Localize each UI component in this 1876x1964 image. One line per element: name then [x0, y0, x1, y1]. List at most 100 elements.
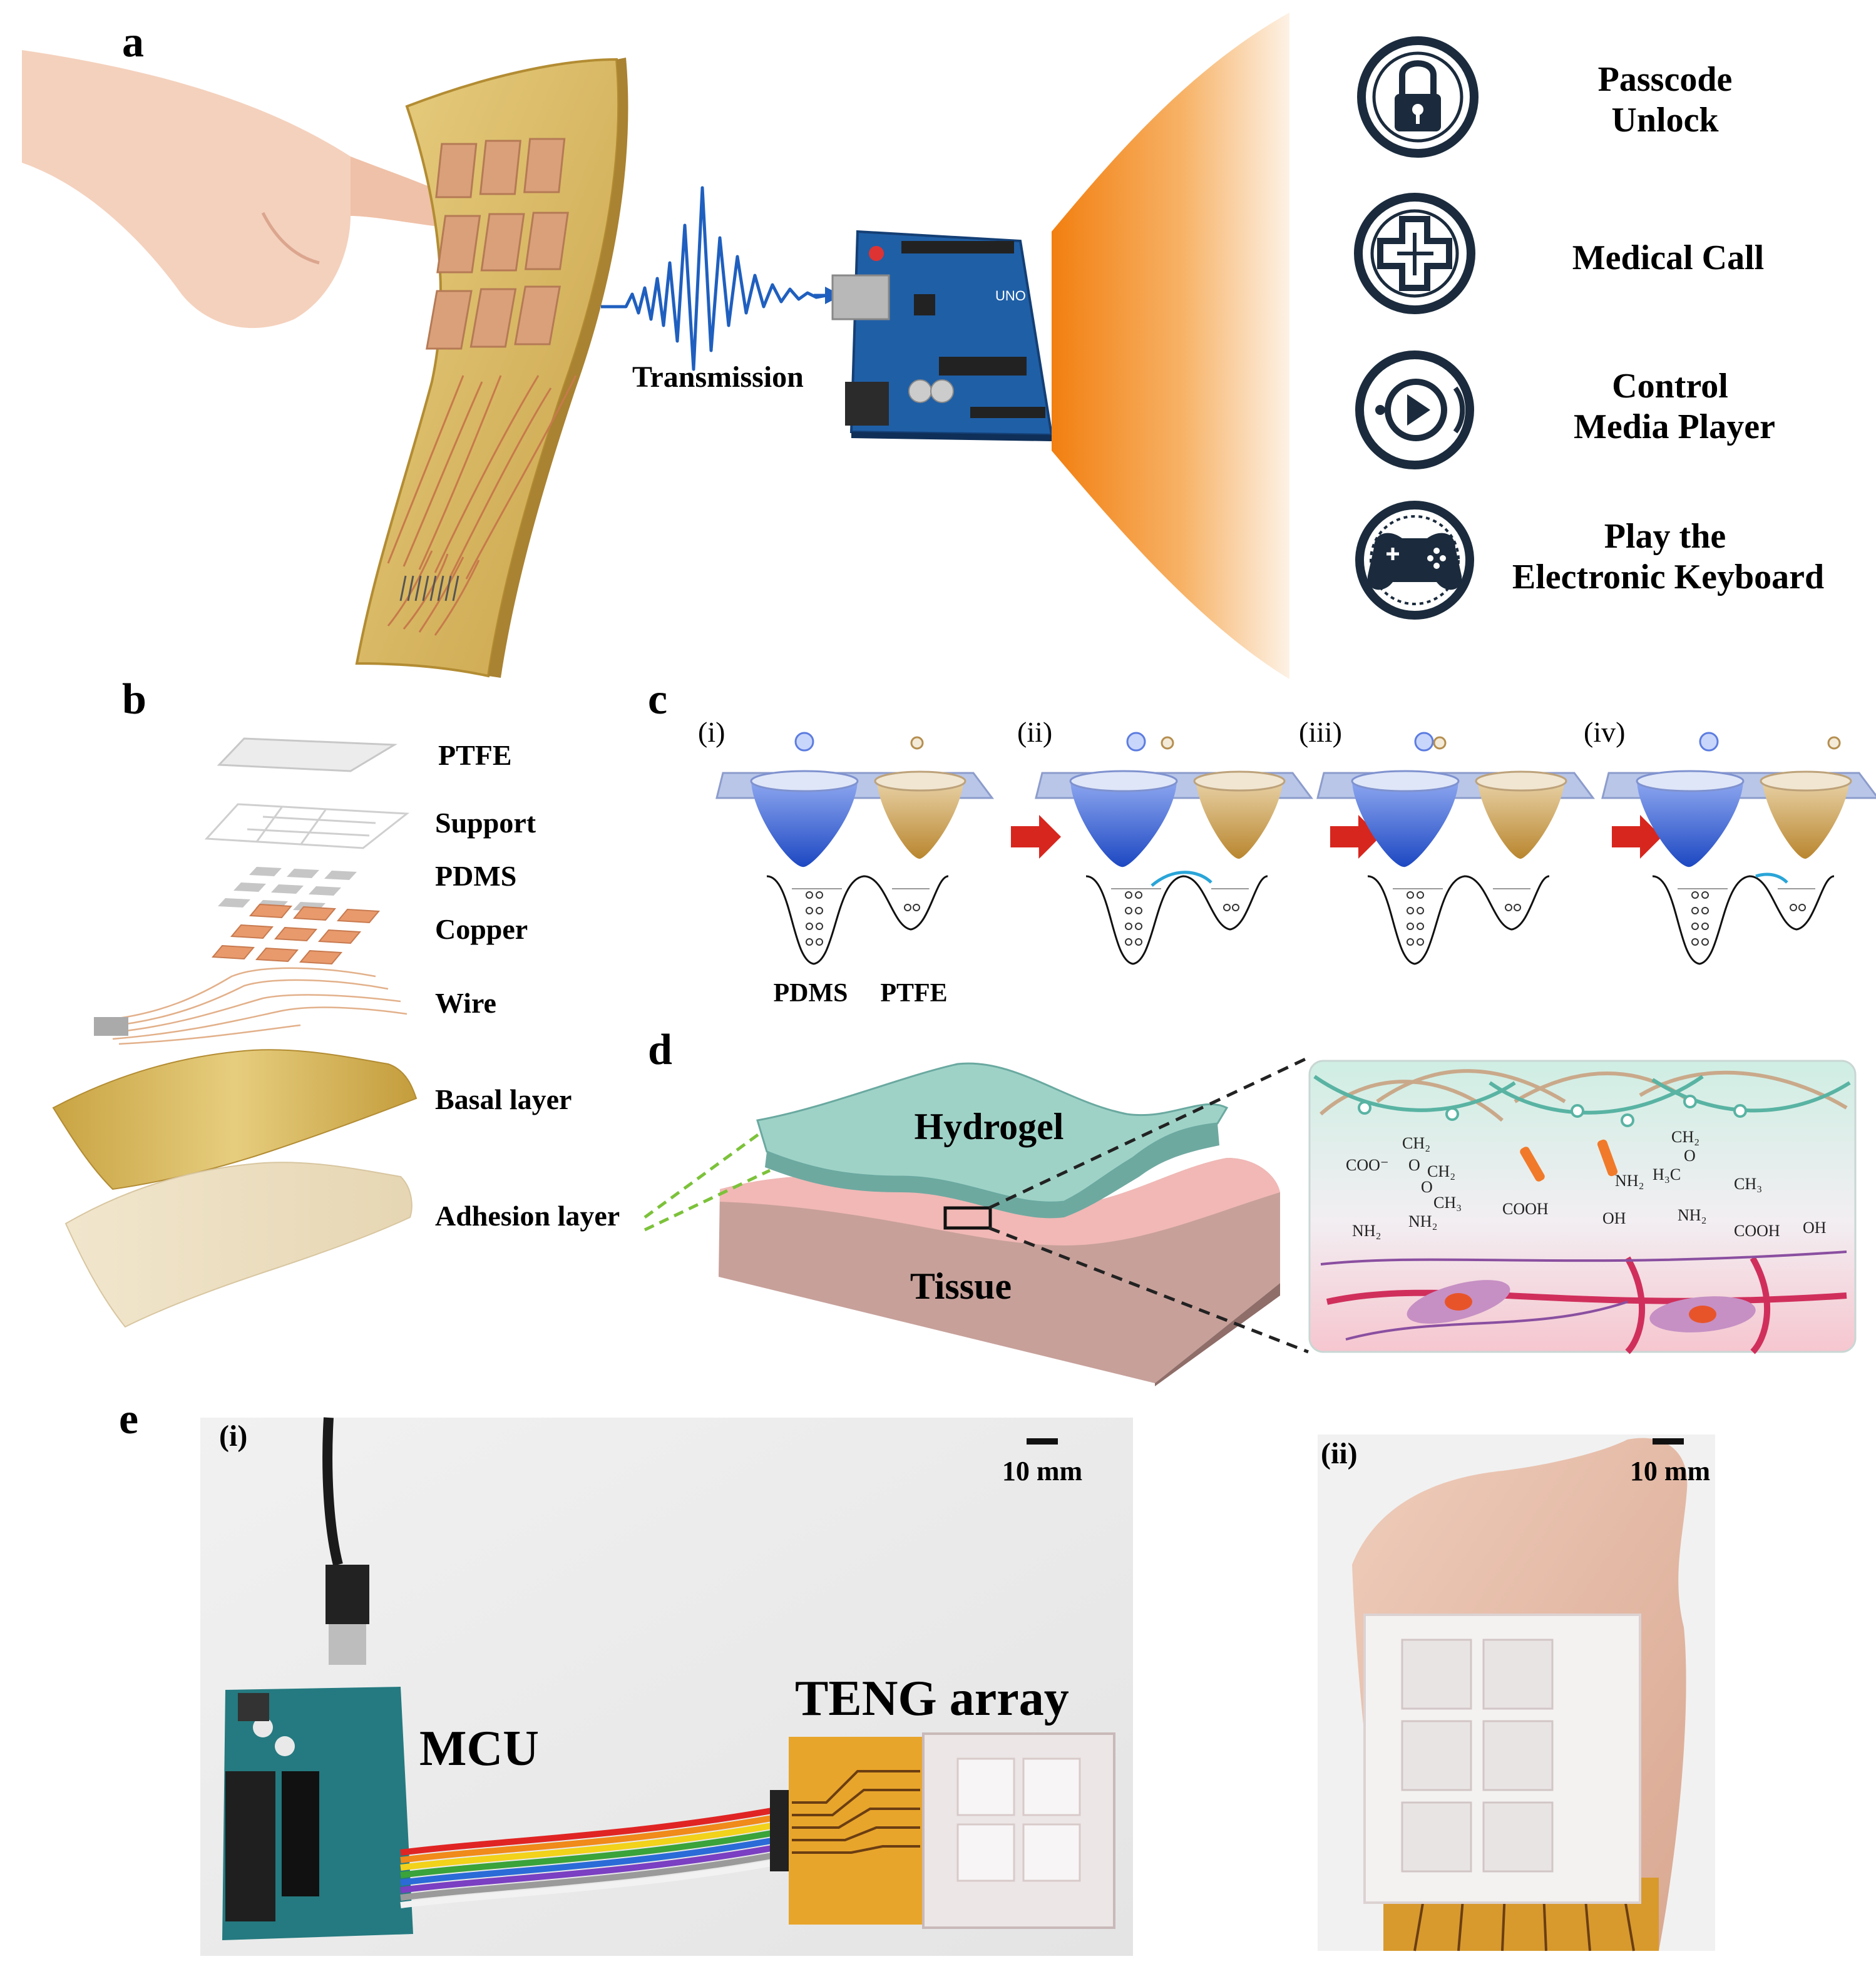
electron — [1701, 938, 1709, 946]
chem-label: CH₂ — [1671, 1128, 1699, 1146]
charge-transfer-steps: (i) (ii) (iii) (iv) — [698, 716, 1876, 965]
electron — [1135, 923, 1142, 930]
layer-wire-traces — [94, 967, 407, 1045]
pdms-cone — [751, 779, 858, 867]
electron — [1417, 891, 1424, 899]
pdms-cone — [1070, 779, 1177, 867]
icon-passcode — [1357, 36, 1479, 158]
transfer-arrow — [1755, 872, 1788, 884]
scale-label-i: 10 mm — [1002, 1456, 1082, 1486]
app-label-1-line2: Unlock — [1611, 101, 1719, 140]
chem-label: CH₃ — [1433, 1194, 1462, 1212]
electron — [1417, 923, 1424, 930]
app-label-3-line1: Control — [1612, 367, 1728, 406]
teng-device-substrate — [355, 58, 628, 678]
pdms-rim — [1069, 770, 1178, 792]
chem-label: NH₂ — [1615, 1172, 1644, 1190]
hydrogel-label: Hydrogel — [915, 1106, 1064, 1147]
photo-mcu-setup — [200, 1417, 1133, 1956]
step-label: (i) — [698, 716, 725, 748]
chem-label: COOH — [1734, 1222, 1780, 1240]
layer-support-grid — [204, 803, 410, 849]
electron — [1232, 904, 1239, 911]
board-label: UNO — [995, 288, 1026, 304]
zoom-marker — [943, 1206, 992, 1230]
app-label-4-line2: Electronic Keyboard — [1512, 558, 1824, 596]
pdms-rim — [750, 770, 859, 792]
ptfe-rim — [1193, 770, 1286, 792]
scale-label-ii: 10 mm — [1630, 1456, 1710, 1486]
chem-label: O — [1421, 1178, 1433, 1196]
signal-waveform — [601, 186, 842, 371]
tissue-label: Tissue — [910, 1266, 1012, 1307]
chem-label: COO⁻ — [1346, 1156, 1389, 1174]
chem-label: H₃C — [1653, 1165, 1681, 1184]
ptfe-particle — [1433, 736, 1447, 750]
step-label: (ii) — [1017, 716, 1052, 748]
icon-medical — [1354, 193, 1475, 314]
teng-array-label: TENG array — [795, 1671, 1069, 1726]
chem-label: NH₂ — [1408, 1212, 1438, 1230]
layer-label-pdms: PDMS — [435, 860, 516, 892]
ptfe-particle — [1161, 736, 1174, 750]
chem-label: OH — [1803, 1219, 1827, 1237]
step-1: (i) — [698, 716, 994, 965]
electron — [816, 907, 823, 914]
panel-label-c: c — [648, 675, 667, 724]
step-label: (iii) — [1299, 716, 1342, 748]
step-4: (iv) — [1584, 716, 1876, 965]
app-label-1-line1: Passcode — [1598, 60, 1733, 99]
electron — [816, 923, 823, 930]
electron — [1505, 904, 1512, 911]
output-fan — [1052, 13, 1289, 679]
layer-label-wire: Wire — [435, 987, 496, 1019]
ptfe-particle — [1827, 736, 1841, 750]
pdms-particle — [794, 732, 814, 752]
app-label-4-line1: Play the — [1604, 517, 1726, 556]
electron — [1407, 907, 1414, 914]
electron — [1135, 891, 1142, 899]
electron — [1407, 891, 1414, 899]
electron — [1701, 907, 1709, 914]
electron — [806, 907, 813, 914]
electron — [816, 891, 823, 899]
electron — [1691, 938, 1699, 946]
step-3: (iii) — [1299, 716, 1595, 965]
mcu-label: MCU — [419, 1721, 539, 1776]
pointing-hand — [22, 50, 479, 329]
electron — [1417, 907, 1424, 914]
ptfe-rim — [1475, 770, 1567, 792]
electron — [1407, 938, 1414, 946]
electron — [1798, 904, 1806, 911]
electron — [1691, 891, 1699, 899]
chem-label: CH₂ — [1402, 1134, 1430, 1152]
step-arrow-3 — [1612, 815, 1662, 859]
electron — [806, 938, 813, 946]
chem-label: NH₂ — [1678, 1206, 1707, 1224]
electron — [1691, 923, 1699, 930]
layer-adhesion — [64, 1162, 413, 1328]
hydrogel-layer — [756, 1062, 1229, 1219]
layer-ptfe-sheet — [217, 737, 398, 772]
ptfe-cone — [1477, 779, 1565, 859]
scale-bar-ii — [1653, 1438, 1684, 1445]
layer-label-adhesion: Adhesion layer — [435, 1200, 620, 1232]
app-label-3-line2: Media Player — [1574, 407, 1775, 446]
potential-curve — [766, 875, 949, 965]
ptfe-cone — [1762, 779, 1850, 859]
icon-media-player — [1355, 350, 1474, 469]
electron — [1125, 923, 1132, 930]
arduino-board: UNO — [831, 230, 1053, 441]
electron — [1223, 904, 1231, 911]
electron — [816, 938, 823, 946]
chem-label: OH — [1602, 1209, 1626, 1227]
app-label-2: Medical Call — [1572, 238, 1764, 277]
layer-label-basal: Basal layer — [435, 1083, 572, 1115]
electron — [1701, 891, 1709, 899]
electron — [913, 904, 920, 911]
layer-pdms-squares — [218, 867, 357, 911]
chem-label: CH₂ — [1427, 1162, 1455, 1180]
sub-label-e-i: (i) — [219, 1419, 247, 1453]
chem-label: COOH — [1502, 1200, 1549, 1218]
electron — [806, 891, 813, 899]
